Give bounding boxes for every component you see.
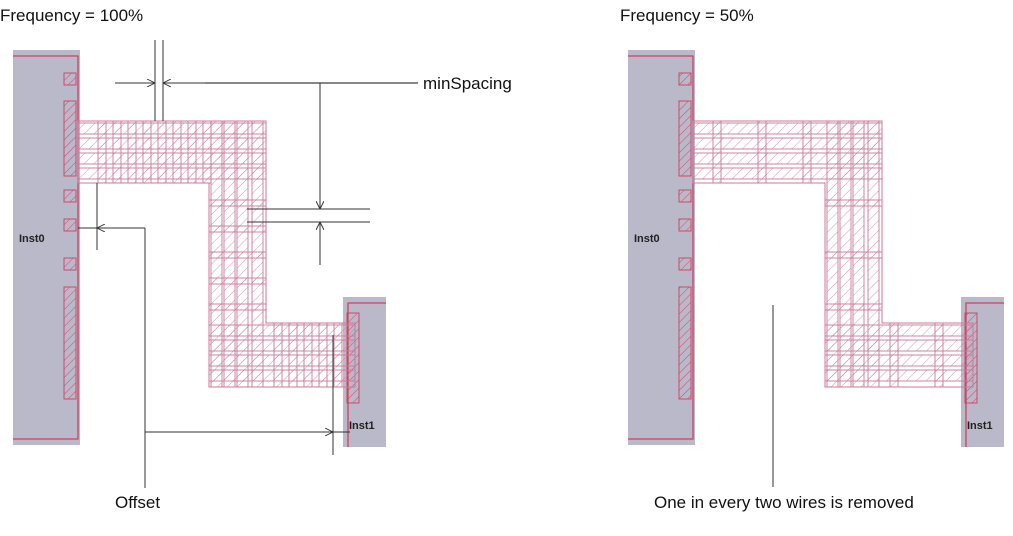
removed-wires-note: One in every two wires is removed bbox=[654, 493, 914, 512]
pin bbox=[63, 189, 77, 203]
instance-label: Inst1 bbox=[349, 420, 375, 432]
wire bbox=[824, 339, 974, 352]
pin bbox=[678, 218, 692, 232]
wire bbox=[208, 277, 267, 285]
instance-label: Inst1 bbox=[967, 420, 993, 432]
wire bbox=[934, 322, 944, 388]
wire-bundle-outline bbox=[692, 120, 974, 388]
wire bbox=[97, 120, 107, 184]
wire bbox=[824, 324, 974, 337]
wire bbox=[802, 120, 812, 184]
left-title: Frequency = 100% bbox=[0, 6, 144, 25]
wire bbox=[318, 322, 328, 388]
pin bbox=[63, 286, 77, 400]
min-spacing-label: minSpacing bbox=[423, 74, 512, 93]
pin bbox=[63, 72, 77, 86]
wire bbox=[172, 120, 182, 184]
wire bbox=[208, 199, 267, 207]
wire bbox=[288, 322, 298, 388]
instance-label: Inst0 bbox=[634, 233, 660, 245]
wire bbox=[273, 322, 283, 388]
offset-dimension bbox=[78, 183, 350, 488]
min-spacing-dimension bbox=[115, 40, 418, 265]
wire bbox=[112, 120, 122, 184]
wire bbox=[208, 251, 267, 259]
pin bbox=[63, 218, 77, 232]
wire bbox=[187, 120, 197, 184]
wire bbox=[202, 120, 212, 184]
pin bbox=[678, 286, 692, 400]
offset-label: Offset bbox=[115, 493, 161, 512]
pin bbox=[678, 100, 692, 177]
wire bbox=[824, 369, 974, 382]
wire bbox=[824, 251, 883, 259]
wire bbox=[303, 322, 313, 388]
wire bbox=[889, 322, 899, 388]
wire bbox=[157, 120, 167, 184]
wire bbox=[333, 322, 343, 388]
instance-label: Inst0 bbox=[19, 233, 45, 245]
pin bbox=[63, 257, 77, 271]
wire bbox=[208, 225, 267, 233]
wire bbox=[142, 120, 152, 184]
wire bbox=[824, 354, 974, 367]
pin bbox=[678, 189, 692, 203]
pin bbox=[63, 100, 77, 177]
right-title: Frequency = 50% bbox=[620, 6, 754, 25]
instance-edge bbox=[628, 55, 694, 440]
wire bbox=[712, 120, 722, 184]
wire bbox=[757, 120, 767, 184]
wire bbox=[824, 303, 883, 311]
wire bbox=[127, 120, 137, 184]
pin bbox=[678, 257, 692, 271]
instance-edge bbox=[13, 55, 79, 440]
wire-bundle-outline bbox=[77, 120, 356, 388]
wire bbox=[208, 303, 267, 311]
pin bbox=[678, 72, 692, 86]
wire bbox=[824, 199, 883, 207]
